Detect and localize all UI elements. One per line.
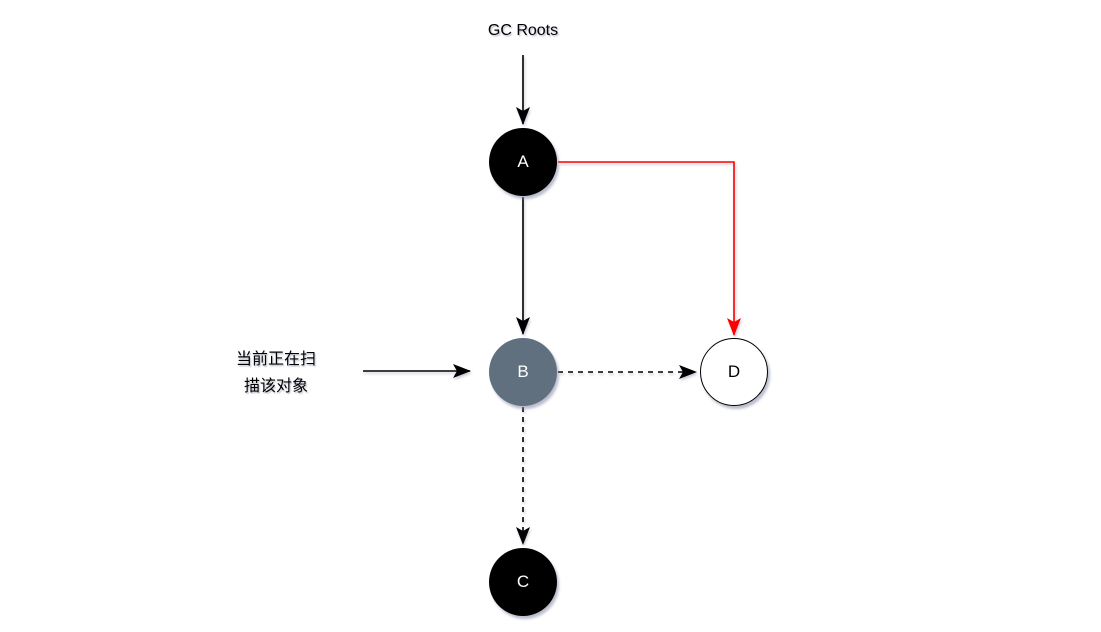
node-c-label: C: [516, 572, 530, 591]
node-d: D: [700, 338, 768, 406]
node-a-label: A: [517, 152, 529, 171]
gc-roots-label: GC Roots: [487, 22, 559, 39]
node-b-label: B: [517, 362, 529, 381]
scanning-note-label: 当前正在扫 描该对象: [235, 351, 316, 395]
node-d-label: D: [727, 362, 741, 381]
edge-a-to-d: [558, 161, 741, 336]
node-c: C: [489, 548, 557, 616]
node-a: A: [489, 128, 557, 196]
node-b: B: [489, 338, 557, 406]
